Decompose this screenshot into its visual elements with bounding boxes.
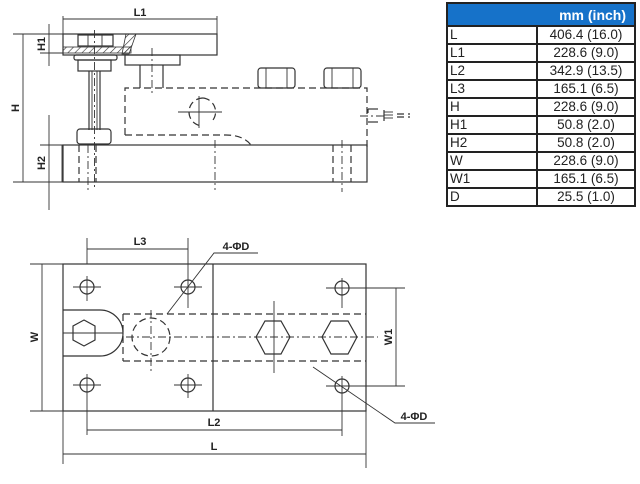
dimension-value: 228.6 (9.0) bbox=[536, 43, 636, 63]
lock-nut bbox=[77, 59, 112, 72]
top-view: 4-ΦD 4-ΦD L3 W W1 L2 L bbox=[29, 236, 435, 468]
dimension-key: W bbox=[446, 151, 538, 171]
dimension-key: H2 bbox=[446, 133, 538, 153]
dimension-value: 228.6 (9.0) bbox=[536, 97, 636, 117]
dimension-key: L3 bbox=[446, 79, 538, 99]
dimension-key: H bbox=[446, 97, 538, 117]
dimension-value: 50.8 (2.0) bbox=[536, 133, 636, 153]
top-plate-hatch-wedge bbox=[121, 33, 137, 55]
top-plate-hatch-left bbox=[62, 46, 132, 54]
dimension-key: L1 bbox=[446, 43, 538, 63]
dimension-value: 165.1 (6.5) bbox=[536, 79, 636, 99]
dimension-value: 406.4 (16.0) bbox=[536, 25, 636, 45]
top-nut bbox=[77, 34, 114, 47]
dim-label-h1: H1 bbox=[36, 37, 48, 51]
dimension-key: L bbox=[446, 25, 538, 45]
hex-socket bbox=[72, 319, 96, 347]
dim-label-w: W bbox=[29, 331, 41, 342]
dim-label-l: L bbox=[211, 441, 218, 453]
dimension-value: 50.8 (2.0) bbox=[536, 115, 636, 135]
dimension-key: H1 bbox=[446, 115, 538, 135]
dimension-key: W1 bbox=[446, 169, 538, 189]
hole-callout-bottom: 4-ΦD bbox=[401, 411, 428, 423]
table-header-unit: mm (inch) bbox=[446, 2, 636, 27]
dim-label-h: H bbox=[10, 104, 22, 112]
hex-bolt-2 bbox=[321, 320, 358, 355]
hole-callout-top: 4-ΦD bbox=[223, 241, 250, 253]
dimension-value: 25.5 (1.0) bbox=[536, 187, 636, 207]
dimension-key: L2 bbox=[446, 61, 538, 81]
dim-label-l1: L1 bbox=[134, 7, 147, 19]
dim-label-l3: L3 bbox=[134, 236, 147, 248]
dim-label-w1: W1 bbox=[383, 329, 395, 346]
bottom-nut bbox=[76, 128, 112, 145]
dimension-value: 165.1 (6.5) bbox=[536, 169, 636, 189]
dimension-value: 228.6 (9.0) bbox=[536, 151, 636, 171]
dim-label-l2: L2 bbox=[208, 417, 221, 429]
dimension-value: 342.9 (13.5) bbox=[536, 61, 636, 81]
mount-holes bbox=[73, 238, 405, 436]
hex-bolt-1 bbox=[255, 320, 291, 355]
table-header-row: mm (inch) bbox=[446, 2, 636, 27]
side-view: L1 H1 H H2 bbox=[10, 7, 410, 210]
top-view-plate bbox=[62, 263, 367, 412]
hex-nut-1 bbox=[257, 67, 296, 89]
dimension-key: D bbox=[446, 187, 538, 207]
dim-label-h2: H2 bbox=[36, 156, 48, 170]
hex-nut-2 bbox=[323, 67, 362, 89]
washer bbox=[73, 54, 118, 61]
